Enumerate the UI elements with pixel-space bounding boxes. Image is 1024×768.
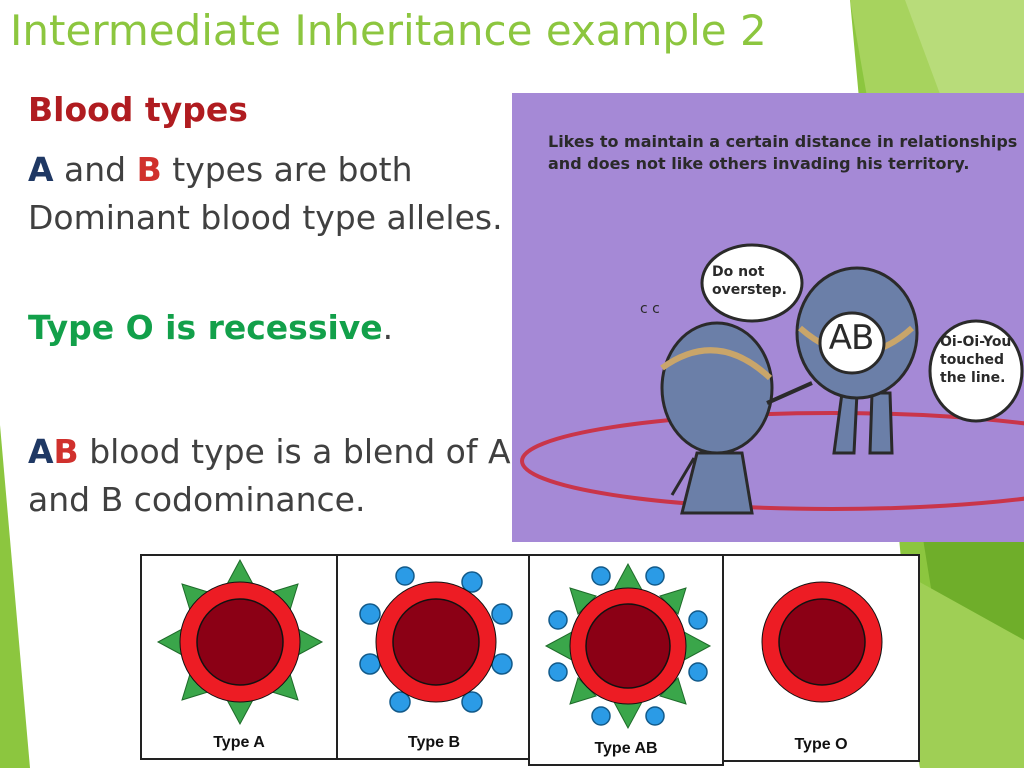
type-o-cell-icon [761, 581, 883, 703]
paragraph-codominance: AB blood type is a blend of A and B codo… [28, 428, 518, 524]
paragraph-recessive: Type O is recessive. [28, 304, 518, 352]
type-b-label: Type B [407, 734, 461, 751]
type-ab-panel: Type AB [528, 554, 724, 766]
recessive-text: Type O is recessive [28, 308, 383, 347]
ab-b: B [53, 432, 79, 471]
type-a-cell-icon [156, 558, 324, 726]
type-o-label: Type O [794, 736, 848, 753]
codominance-text: blood type is a blend of A and B codomin… [28, 432, 511, 519]
type-ab-cell-icon [544, 562, 712, 730]
type-o-panel: Type O [722, 554, 920, 762]
slide-title: Intermediate Inheritance example 2 [10, 6, 767, 55]
recessive-period: . [382, 308, 394, 347]
type-ab-label: Type AB [594, 740, 658, 757]
and-text: and [53, 150, 137, 189]
head-label-ab: AB [828, 318, 875, 358]
subheading-blood-types: Blood types [28, 90, 248, 129]
type-a-panel: Type A [140, 554, 338, 760]
cartoon-caption: Likes to maintain a certain distance in … [548, 132, 1018, 173]
type-a-label: Type A [213, 734, 265, 751]
cartoon-image: c c Likes to maintain a certain distance… [512, 93, 1024, 542]
ab-a: A [28, 432, 54, 471]
allele-a: A [28, 150, 54, 189]
type-b-cell-icon [359, 566, 513, 713]
type-b-panel: Type B [336, 554, 532, 760]
dominant-text: types are both Dominant blood type allel… [28, 150, 503, 237]
speech-bubble-right: Oi-Oi-You touched the line. [940, 334, 1012, 386]
allele-b: B [136, 150, 162, 189]
svg-text:c c: c c [640, 301, 660, 317]
paragraph-dominant: A and B types are both Dominant blood ty… [28, 146, 518, 242]
speech-bubble-left: Do not overstep. [712, 264, 788, 298]
cartoon-drawing: c c [520, 243, 1024, 515]
